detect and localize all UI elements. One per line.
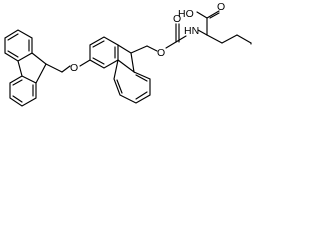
fmoc-linker xyxy=(130,45,158,54)
middle-fluorene-core xyxy=(89,36,151,104)
hydroxyl-label: HO xyxy=(178,8,194,20)
ether-oxygen-label: O xyxy=(70,62,78,74)
molecule-drawing: O O O HN HO O xyxy=(4,1,252,107)
carbamate-ester-oxygen-label: O xyxy=(157,47,165,59)
left-fluorenyl-group xyxy=(4,29,71,107)
acid-carbonyl-oxygen-label: O xyxy=(217,1,225,13)
norleucine-backbone xyxy=(196,10,252,45)
carbamate-group xyxy=(165,23,187,49)
ether-bond xyxy=(79,59,91,67)
nh-label: HN xyxy=(184,25,199,37)
structure-canvas: O O O HN HO O xyxy=(4,1,252,107)
carbamate-carbonyl-oxygen-label: O xyxy=(173,13,181,25)
nh-to-alpha-carbon-bond xyxy=(197,29,208,36)
